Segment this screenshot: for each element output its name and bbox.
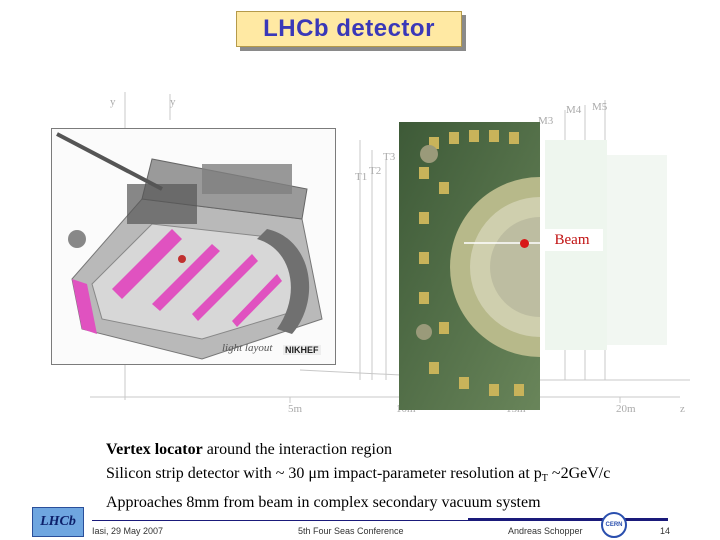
station-label-m4: M4 [566, 104, 582, 116]
station-label-m3: M3 [538, 115, 554, 127]
beam-label-text: Beam [554, 231, 590, 248]
cern-logo-text: CERN [605, 522, 623, 528]
body-line-2-sub: T [541, 473, 548, 484]
detector-cutaway-drawing [52, 129, 335, 364]
cutaway-caption: light layout [222, 342, 273, 354]
axis-label-z: z [680, 403, 685, 415]
footer-rule-accent [468, 518, 668, 521]
body-line-1-bold: Vertex locator [106, 441, 203, 458]
beam-position-marker [520, 239, 529, 248]
page-number: 14 [660, 526, 671, 536]
body-line-1-rest: around the interaction region [202, 441, 392, 458]
body-line-2-post: ~2GeV/c [547, 465, 611, 482]
footer-date: Iasi, 29 May 2007 [92, 526, 164, 536]
cern-logo: CERN [601, 512, 627, 538]
footer-author: Andreas Schopper [508, 526, 583, 536]
station-label-m5: M5 [592, 101, 608, 113]
body-line-1: Vertex locator around the interaction re… [106, 438, 706, 462]
body-line-2-pre: Silicon strip detector with ~ 30 μm impa… [106, 465, 542, 482]
velo-module-drawing [399, 122, 540, 410]
beam-label: Beam [541, 229, 603, 251]
axis-label-y-2: y [170, 96, 176, 108]
scale-label-5m: 5m [288, 403, 303, 415]
velo-module-photo [399, 122, 540, 410]
detector-cutaway-image [51, 128, 336, 365]
lhcb-logo: LHCb [32, 507, 84, 537]
station-label-t3: T3 [383, 151, 396, 163]
nikhef-logo: NIKHEF [283, 345, 321, 355]
title-box: LHCb detector [236, 11, 462, 47]
station-label-t2: T2 [369, 165, 381, 177]
slide-title: LHCb detector [263, 15, 435, 42]
axis-label-y: y [110, 96, 116, 108]
body-text: Vertex locator around the interaction re… [106, 438, 706, 515]
body-line-3: Approaches 8mm from beam in complex seco… [106, 494, 541, 511]
lhcb-logo-text: LHCb [40, 514, 76, 529]
footer-rule [92, 520, 472, 521]
footer-conference: 5th Four Seas Conference [298, 526, 404, 536]
station-label-t1: T1 [355, 171, 367, 183]
body-line-2: Silicon strip detector with ~ 30 μm impa… [106, 462, 706, 491]
scale-label-20m: 20m [616, 403, 636, 415]
